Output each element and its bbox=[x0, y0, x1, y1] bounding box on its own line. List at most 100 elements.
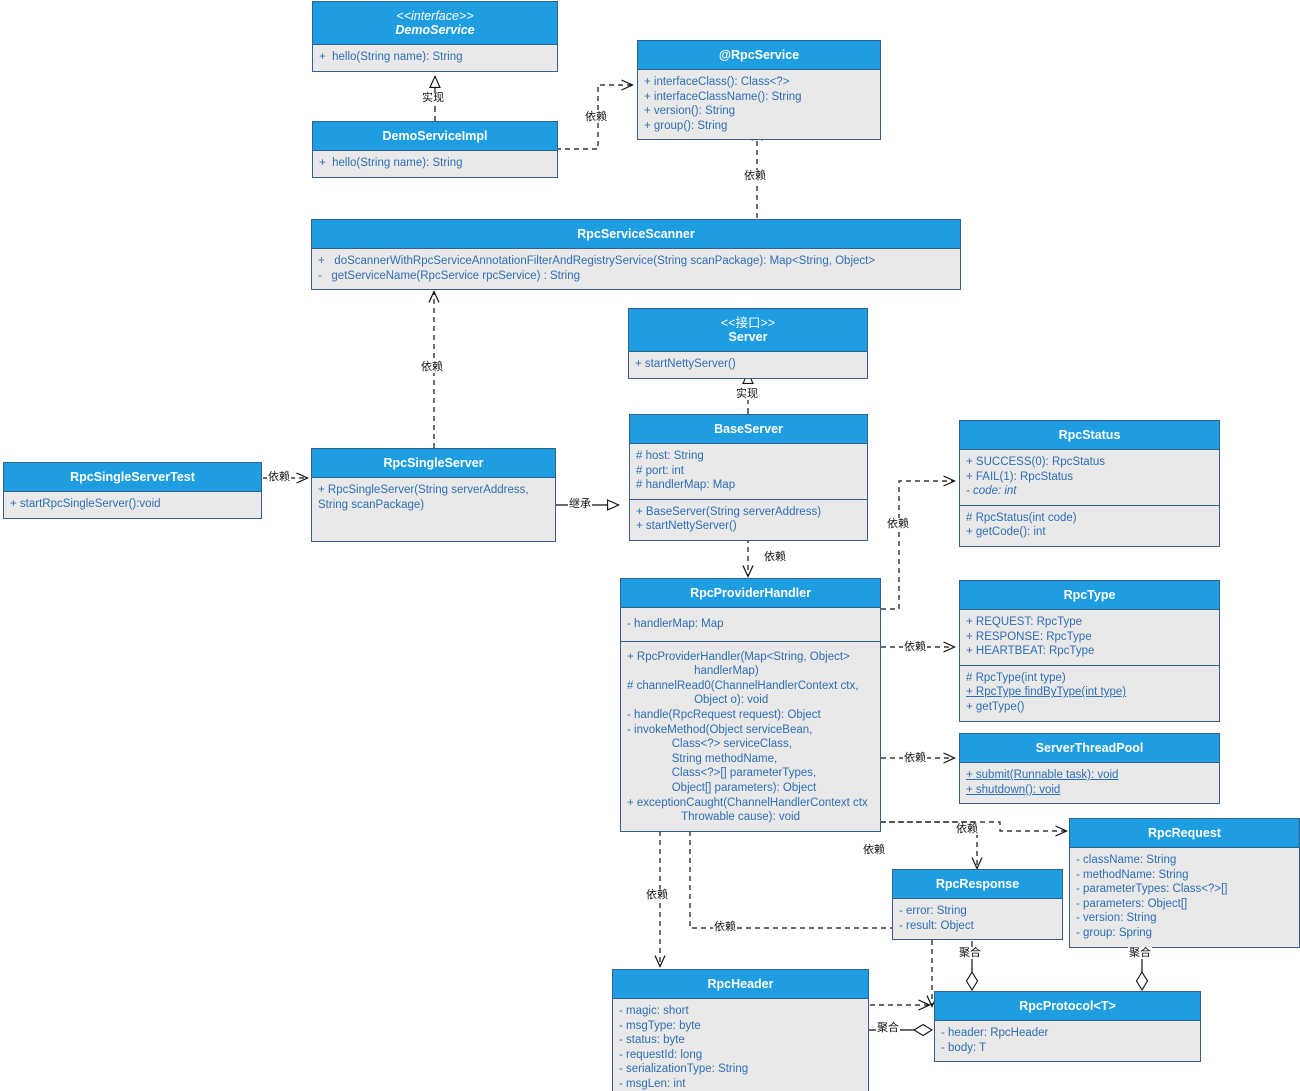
edge-label-depend-rpcrequest: 依赖 bbox=[955, 823, 979, 835]
member-row: - body: T bbox=[941, 1041, 987, 1054]
class-header-rpc-single-server-test: RpcSingleServerTest bbox=[4, 463, 261, 492]
edge-label-depend-rpcservice-scanner: 依赖 bbox=[743, 170, 767, 182]
class-name: Server bbox=[728, 330, 768, 344]
class-header-server: <<接口>> Server bbox=[629, 309, 867, 352]
member-row: # RpcStatus(int code) bbox=[966, 511, 1077, 524]
class-box-rpc-request[interactable]: RpcRequest - className: String - methodN… bbox=[1069, 818, 1300, 948]
fields-compartment: - magic: short - msgType: byte - status:… bbox=[613, 999, 868, 1091]
class-header-rpc-protocol: RpcProtocol<T> bbox=[935, 992, 1200, 1021]
member-row: + hello(String name): String bbox=[319, 51, 463, 63]
class-box-rpc-header[interactable]: RpcHeader - magic: short - msgType: byte… bbox=[612, 969, 869, 1091]
member-row: + startNettyServer() bbox=[636, 520, 737, 533]
member-row: + startNettyServer() bbox=[635, 358, 736, 370]
edge-label-aggregate-rpcrequest: 聚合 bbox=[1128, 947, 1152, 959]
member-row: - parameterTypes: Class<?>[] bbox=[1076, 883, 1228, 896]
member-row: + getType() bbox=[966, 700, 1025, 713]
member-row: + startRpcSingleServer():void bbox=[10, 498, 161, 510]
class-header-rpc-status: RpcStatus bbox=[960, 421, 1219, 450]
member-row: + getCode(): int bbox=[966, 526, 1046, 539]
member-row: # host: String bbox=[636, 450, 704, 462]
class-name: RpcProtocol<T> bbox=[1019, 999, 1116, 1013]
class-header-rpc-single-server: RpcSingleServer bbox=[312, 449, 555, 478]
methods-compartment: + BaseServer(String serverAddress) + sta… bbox=[630, 500, 867, 540]
fields-compartment: - header: RpcHeader - body: T bbox=[935, 1021, 1200, 1061]
edge-label-depend-rpcstatus: 依赖 bbox=[886, 518, 910, 530]
class-box-rpc-response[interactable]: RpcResponse - error: String - result: Ob… bbox=[892, 869, 1063, 941]
member-row: + FAIL(1): RpcStatus bbox=[966, 470, 1074, 483]
class-name: RpcHeader bbox=[707, 977, 774, 991]
class-name: DemoServiceImpl bbox=[382, 129, 488, 143]
member-row: + version(): String bbox=[644, 105, 736, 118]
class-header-rpc-type: RpcType bbox=[960, 581, 1219, 610]
class-header-rpc-service-scanner: RpcServiceScanner bbox=[312, 220, 960, 249]
methods-compartment: + submit(Runnable task): void + shutdown… bbox=[960, 763, 1219, 803]
member-row: - handle(RpcRequest request): Object bbox=[627, 708, 821, 721]
class-box-rpc-protocol[interactable]: RpcProtocol<T> - header: RpcHeader - bod… bbox=[934, 991, 1201, 1063]
member-row: + REQUEST: RpcType bbox=[966, 616, 1082, 628]
member-row: + exceptionCaught(ChannelHandlerContext … bbox=[627, 796, 868, 824]
class-header-rpc-provider-handler: RpcProviderHandler bbox=[621, 579, 880, 608]
member-row: # RpcType(int type) bbox=[966, 671, 1066, 684]
class-header-rpc-service-annotation: @RpcService bbox=[638, 41, 880, 70]
member-row: - version: String bbox=[1076, 912, 1157, 925]
edge-label-depend-singleserver: 依赖 bbox=[267, 471, 291, 483]
edge-label-depend-rpcservice-impl: 依赖 bbox=[584, 111, 608, 123]
member-row: - getServiceName(RpcService rpcService) … bbox=[318, 269, 581, 282]
member-row: - result: Object bbox=[899, 919, 974, 932]
methods-compartment: # RpcType(int type) + RpcType findByType… bbox=[960, 666, 1219, 721]
fields-compartment: # host: String # port: int # handlerMap:… bbox=[630, 444, 867, 500]
class-name: RpcProviderHandler bbox=[690, 586, 811, 600]
methods-compartment: + doScannerWithRpcServiceAnnotationFilte… bbox=[312, 249, 960, 289]
member-row: - methodName: String bbox=[1076, 868, 1189, 881]
member-row: # handlerMap: Map bbox=[636, 479, 736, 492]
member-row: + BaseServer(String serverAddress) bbox=[636, 505, 822, 518]
class-box-rpc-single-server[interactable]: RpcSingleServer + RpcSingleServer(String… bbox=[311, 448, 556, 542]
edge-label-inherit-baseserver: 继承 bbox=[568, 498, 592, 510]
edge-handler-depends-rpcstatus bbox=[881, 481, 954, 610]
member-row: - requestId: long bbox=[619, 1048, 703, 1061]
edge-label-depend-rpcprotocol: 依赖 bbox=[713, 921, 737, 933]
class-box-server-thread-pool[interactable]: ServerThreadPool + submit(Runnable task)… bbox=[959, 733, 1220, 805]
member-row: - className: String bbox=[1076, 854, 1177, 866]
class-name: DemoService bbox=[395, 23, 475, 37]
methods-compartment: + startRpcSingleServer():void bbox=[4, 492, 261, 518]
member-row: + hello(String name): String bbox=[319, 157, 463, 169]
class-box-rpc-service-annotation[interactable]: @RpcService + interfaceClass(): Class<?>… bbox=[637, 40, 881, 141]
class-box-rpc-service-scanner[interactable]: RpcServiceScanner + doScannerWithRpcServ… bbox=[311, 219, 961, 291]
member-row: - error: String bbox=[899, 905, 967, 917]
class-name: RpcSingleServerTest bbox=[70, 470, 195, 484]
methods-compartment: + RpcSingleServer(String serverAddress, … bbox=[312, 478, 555, 541]
methods-compartment: + RpcProviderHandler(Map<String, Object>… bbox=[621, 642, 880, 831]
class-box-demo-service-impl[interactable]: DemoServiceImpl + hello(String name): St… bbox=[312, 121, 558, 178]
fields-compartment: - handlerMap: Map bbox=[621, 608, 880, 642]
methods-compartment: + startNettyServer() bbox=[629, 352, 867, 378]
member-row: + SUCCESS(0): RpcStatus bbox=[966, 456, 1106, 468]
class-box-demo-service[interactable]: <<interface>> DemoService + hello(String… bbox=[312, 1, 558, 72]
class-box-rpc-single-server-test[interactable]: RpcSingleServerTest + startRpcSingleServ… bbox=[3, 462, 262, 519]
methods-compartment: # RpcStatus(int code) + getCode(): int bbox=[960, 506, 1219, 546]
class-box-rpc-provider-handler[interactable]: RpcProviderHandler - handlerMap: Map + R… bbox=[620, 578, 881, 832]
member-row: + doScannerWithRpcServiceAnnotationFilte… bbox=[318, 255, 876, 267]
edge-label-depend-scanner: 依赖 bbox=[420, 361, 444, 373]
member-row: # channelRead0(ChannelHandlerContext ctx… bbox=[627, 679, 859, 707]
edge-label-aggregate-rpcresponse: 聚合 bbox=[958, 947, 982, 959]
fields-compartment: - error: String - result: Object bbox=[893, 899, 1062, 939]
edge-label-depend-threadpool: 依赖 bbox=[903, 752, 927, 764]
class-name: RpcType bbox=[1063, 588, 1116, 602]
class-box-rpc-status[interactable]: RpcStatus + SUCCESS(0): RpcStatus + FAIL… bbox=[959, 420, 1220, 547]
member-row: + interfaceClassName(): String bbox=[644, 90, 802, 103]
member-row: + submit(Runnable task): void bbox=[966, 769, 1119, 781]
member-row: - code: int bbox=[966, 485, 1017, 498]
member-row: + HEARTBEAT: RpcType bbox=[966, 645, 1095, 658]
member-row: - msgLen: int bbox=[619, 1077, 686, 1090]
class-header-rpc-header: RpcHeader bbox=[613, 970, 868, 999]
member-row: + interfaceClass(): Class<?> bbox=[644, 76, 790, 88]
class-box-rpc-type[interactable]: RpcType + REQUEST: RpcType + RESPONSE: R… bbox=[959, 580, 1220, 722]
class-box-base-server[interactable]: BaseServer # host: String # port: int # … bbox=[629, 414, 868, 541]
class-box-server[interactable]: <<接口>> Server + startNettyServer() bbox=[628, 308, 868, 379]
member-row: - status: byte bbox=[619, 1034, 685, 1047]
member-row: - msgType: byte bbox=[619, 1019, 701, 1032]
member-row: - group: Spring bbox=[1076, 926, 1153, 939]
class-name: RpcRequest bbox=[1148, 826, 1221, 840]
